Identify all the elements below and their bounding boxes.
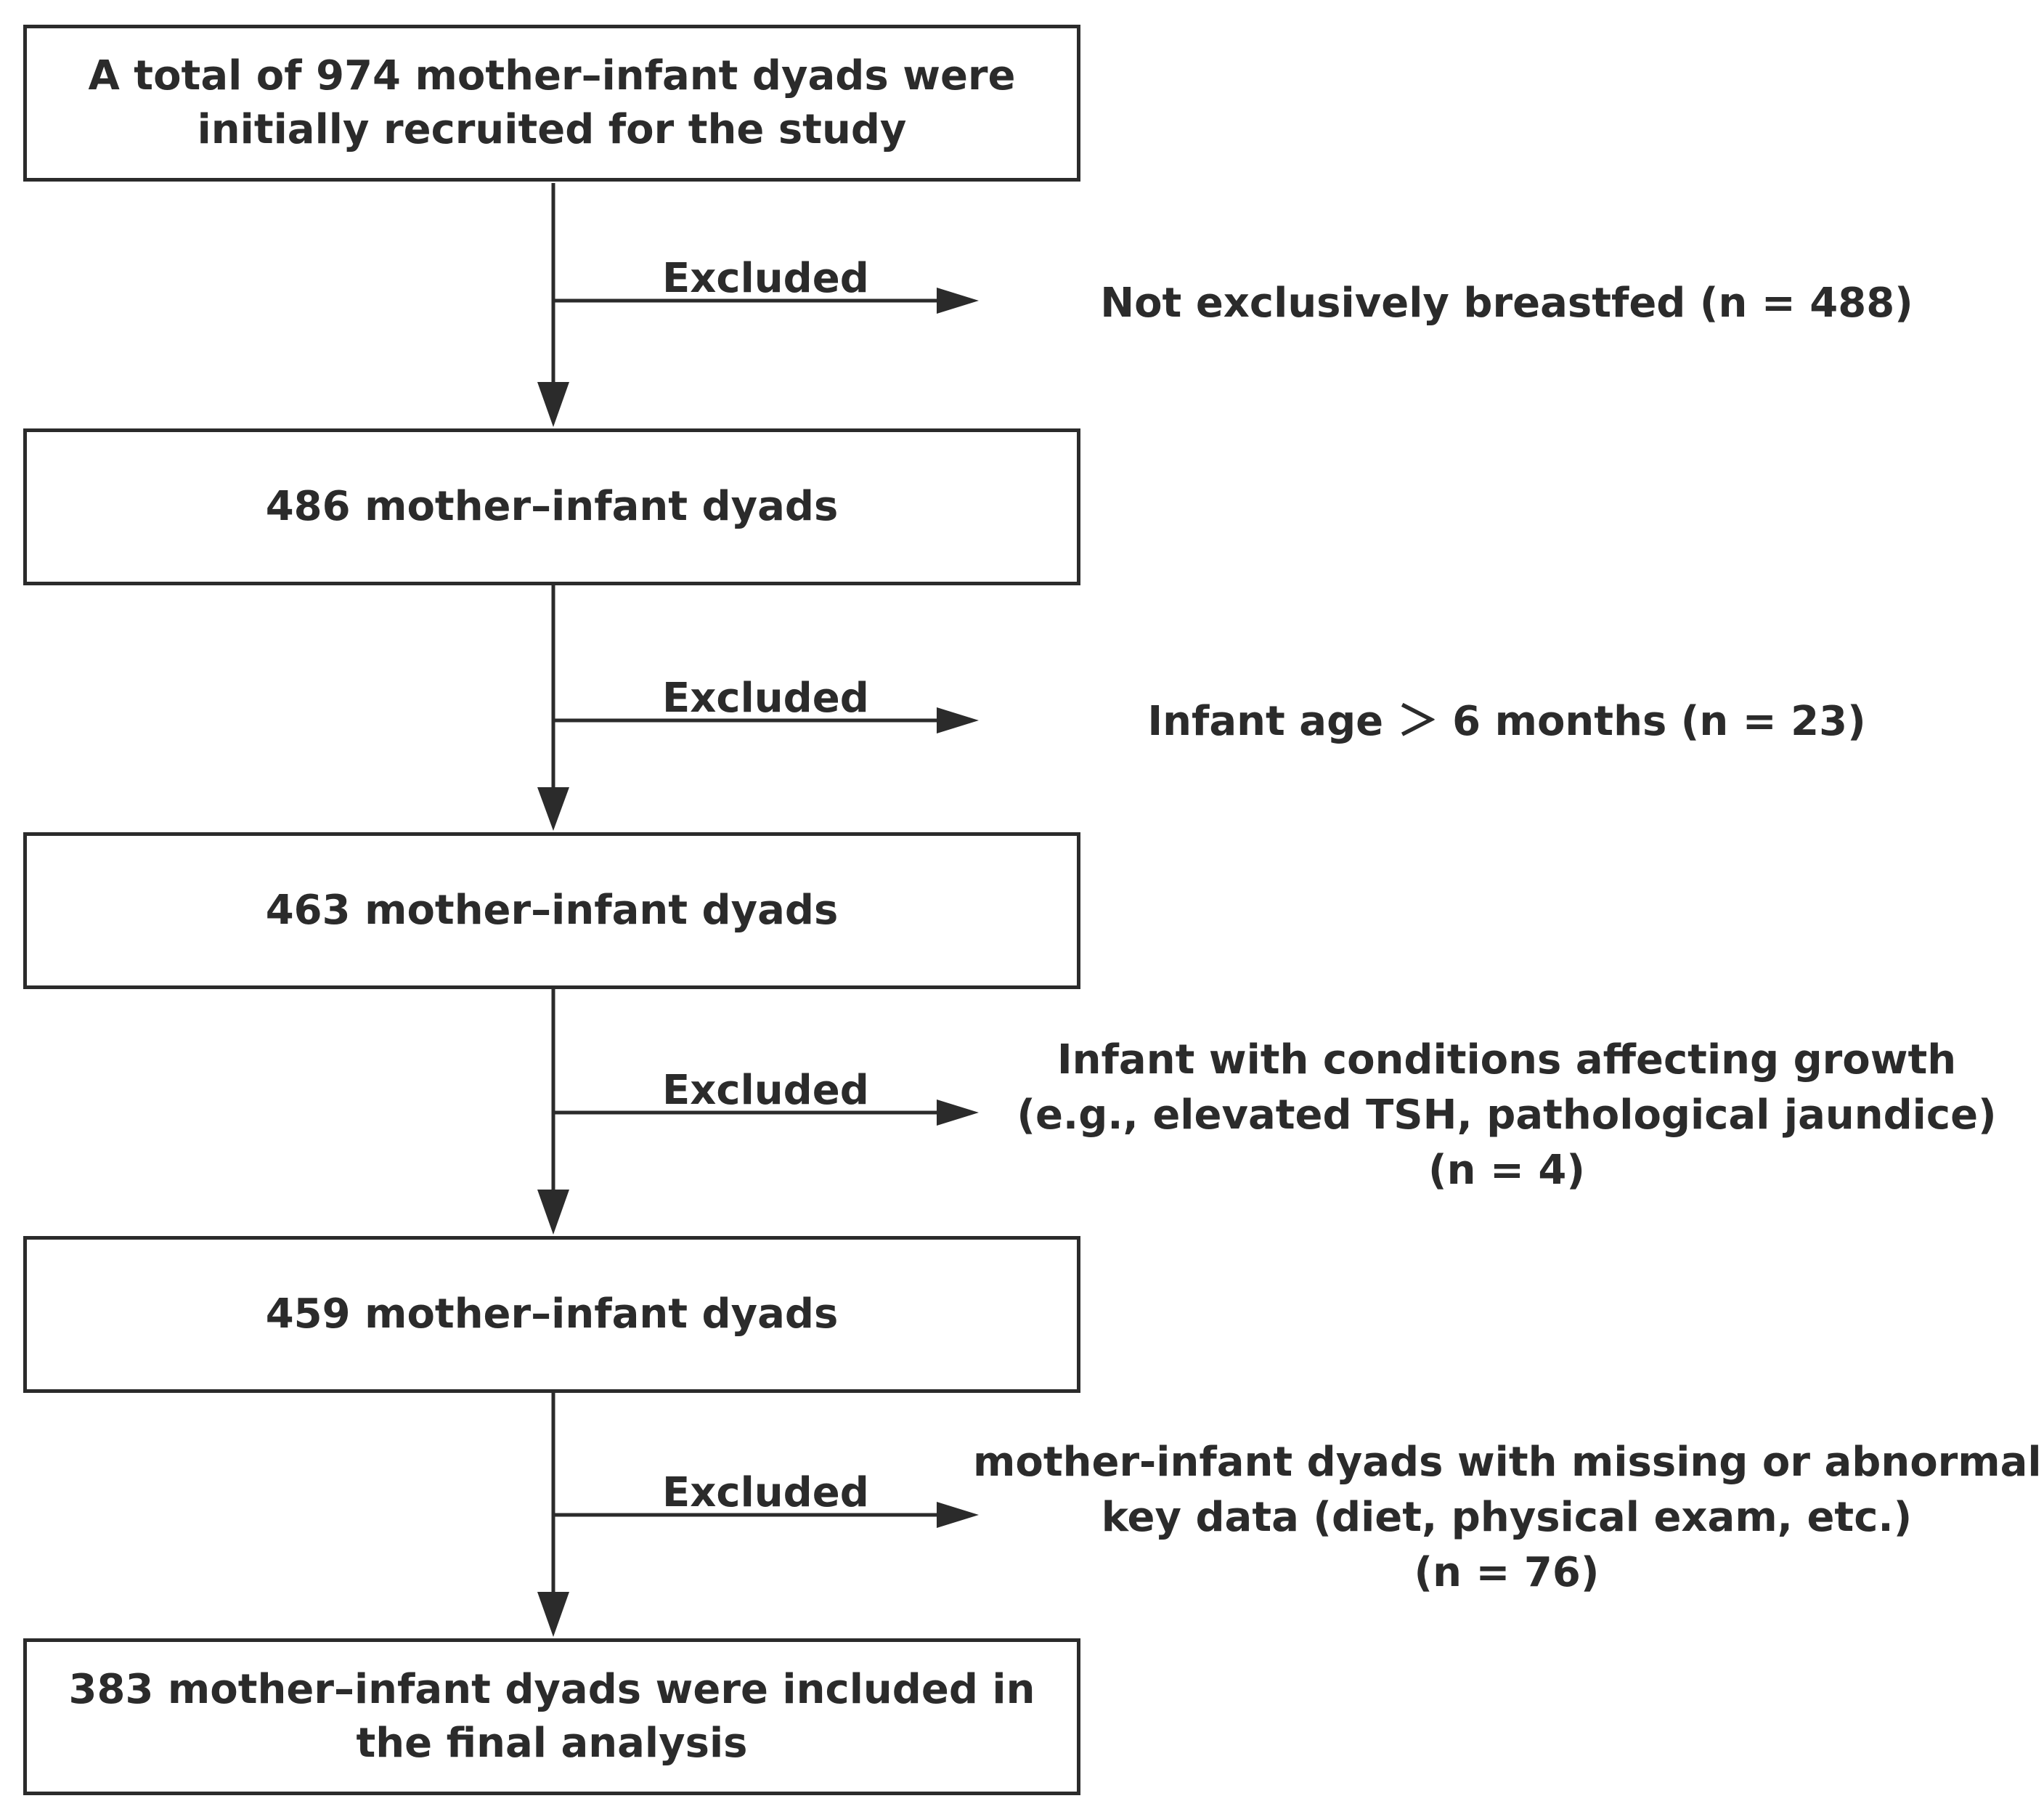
- excluded-label-4: Excluded: [662, 1469, 869, 1516]
- side-arrowhead-3: [937, 1099, 979, 1126]
- exclusion-reason-line: (e.g., elevated TSH, pathological jaundi…: [1017, 1092, 1997, 1139]
- stage-box-initial: A total of 974 mother–infant dyads were …: [23, 25, 1080, 182]
- side-arrowhead-1: [937, 288, 979, 314]
- stage-text-line: the final analysis: [356, 1720, 748, 1767]
- stage-text-line: 383 mother–infant dyads were included in: [68, 1666, 1035, 1714]
- stage-box-final: 383 mother–infant dyads were included in…: [23, 1638, 1080, 1795]
- excluded-label-1: Excluded: [662, 255, 869, 302]
- stage-text-line: 486 mother–infant dyads: [265, 483, 839, 531]
- stage-text-line: A total of 974 mother–infant dyads were: [88, 52, 1016, 100]
- down-arrowhead-1: [537, 382, 569, 427]
- stage-box-459: 459 mother–infant dyads: [23, 1236, 1080, 1393]
- stage-box-486: 486 mother–infant dyads: [23, 428, 1080, 585]
- side-arrowhead-2: [937, 707, 979, 733]
- side-arrowhead-4: [937, 1502, 979, 1528]
- exclusion-reason-line: Not exclusively breastfed (n = 488): [1100, 280, 1913, 327]
- stage-text-line: initially recruited for the study: [197, 106, 907, 153]
- exclusion-reason-line: Infant age ＞ 6 months (n = 23): [1147, 698, 1866, 745]
- stage-box-463: 463 mother–infant dyads: [23, 832, 1080, 989]
- exclusion-reason-line: mother-infant dyads with missing or abno…: [973, 1439, 2042, 1486]
- excluded-label-3: Excluded: [662, 1067, 869, 1114]
- excluded-label-2: Excluded: [662, 675, 869, 722]
- down-arrowhead-4: [537, 1592, 569, 1637]
- down-arrowhead-2: [537, 787, 569, 831]
- exclusion-reason-4: mother-infant dyads with missing or abno…: [973, 1435, 2042, 1601]
- exclusion-reason-1: Not exclusively breastfed (n = 488): [973, 276, 2040, 331]
- stage-text-line: 459 mother–infant dyads: [265, 1290, 839, 1338]
- exclusion-reason-line: (n = 4): [1428, 1147, 1585, 1195]
- down-arrowhead-3: [537, 1190, 569, 1235]
- exclusion-reason-line: Infant with conditions affecting growth: [1056, 1036, 1957, 1084]
- stage-text-line: 463 mother–infant dyads: [265, 887, 839, 935]
- exclusion-reason-line: (n = 76): [1414, 1549, 1600, 1597]
- exclusion-reason-line: key data (diet, physical exam, etc.): [1101, 1494, 1913, 1542]
- exclusion-reason-2: Infant age ＞ 6 months (n = 23): [973, 694, 2040, 749]
- exclusion-reason-3: Infant with conditions affecting growth …: [973, 1033, 2040, 1198]
